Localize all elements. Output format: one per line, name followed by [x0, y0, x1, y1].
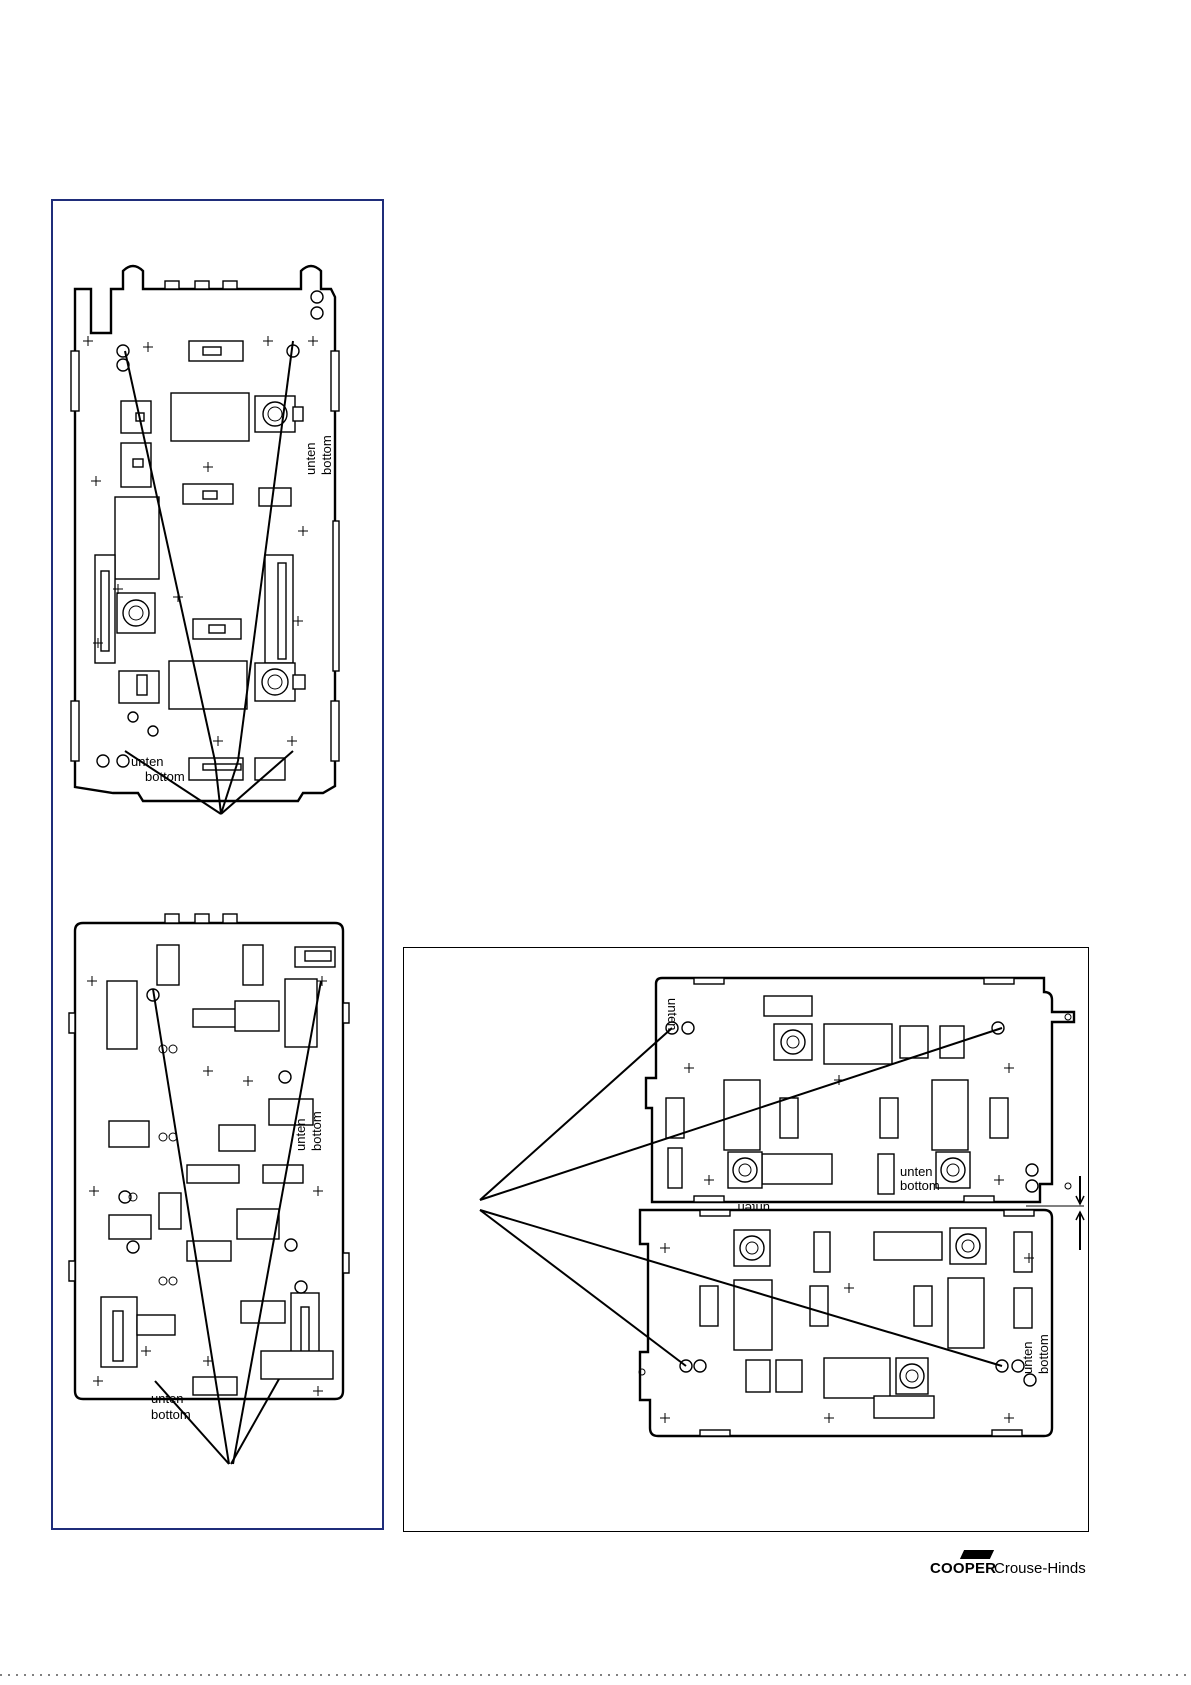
label-unten-bottom-left: unten	[151, 1391, 184, 1406]
cooper-crouse-hinds-logo: COOPER Crouse-Hinds	[928, 1550, 1088, 1580]
label-unten-upper-b: unten	[900, 1164, 933, 1179]
label-unten-top-right: unten	[303, 442, 318, 475]
footer-dotted-rule	[0, 1674, 1191, 1676]
stacked-plates-diagram: unten bottom unten unten	[404, 948, 1090, 1533]
logo-mark	[960, 1550, 994, 1559]
top-plate-diagram: unten bottom unten bottom	[53, 201, 386, 1532]
label-bottom-bottom-right: bottom	[309, 1111, 324, 1151]
label-unten-lower: unten	[1020, 1341, 1035, 1374]
right-diagram-panel: unten bottom unten unten	[403, 947, 1089, 1532]
label-bottom-upper-b: bottom	[900, 1178, 940, 1193]
logo-sub-text: Crouse-Hinds	[994, 1560, 1086, 1577]
label-unten-upper-a: unten	[665, 998, 680, 1031]
label-bottom-top-right: bottom	[319, 435, 334, 475]
label-bottom-lower: bottom	[1036, 1334, 1051, 1374]
left-diagram-panel: unten bottom unten bottom	[51, 199, 384, 1530]
logo-brand-text: COOPER	[930, 1560, 996, 1577]
